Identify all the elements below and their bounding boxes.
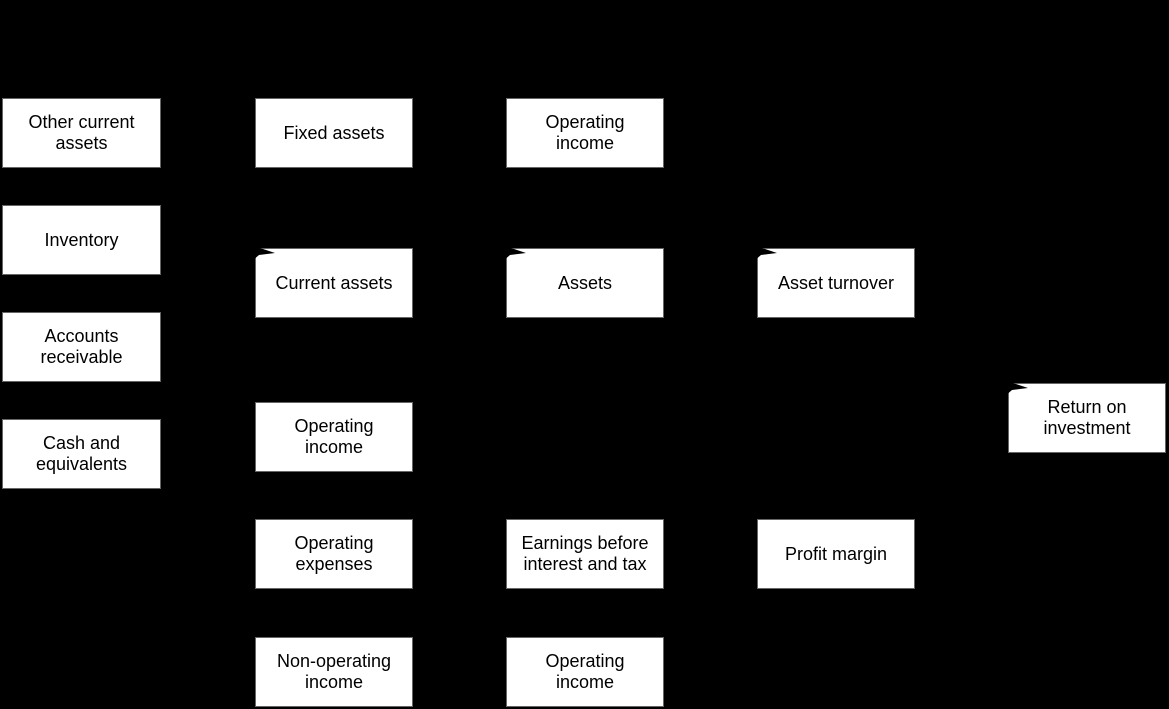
node-label: Earnings before interest and tax [521,533,648,575]
arrowhead-icon [1004,380,1028,396]
node-profit-margin: Profit margin [757,519,915,589]
node-label: Profit margin [785,544,887,565]
node-label: Fixed assets [283,123,384,144]
node-label: Current assets [275,273,392,294]
node-label: Inventory [44,230,118,251]
node-other-current-assets: Other current assets [2,98,161,168]
node-label: Assets [558,273,612,294]
node-label: Return on investment [1043,397,1130,439]
label-line: Return on [1047,397,1127,417]
label-line: Operating [545,112,625,132]
label-line: Inventory [44,229,119,250]
label-line: Non-operating [276,651,392,671]
label-line: Cash and [42,433,121,453]
label-line: Current assets [275,272,393,293]
label-line: Other current [28,112,135,132]
node-label: Operating expenses [294,533,373,575]
label-line: income [304,437,364,457]
arrowhead-icon [502,245,526,261]
node-label: Other current assets [28,112,134,154]
node-label: Operating income [294,416,373,458]
label-line: Assets [557,272,613,293]
label-line: expenses [295,554,373,574]
node-label: Cash and equivalents [36,433,127,475]
label-line: Profit margin [784,543,888,564]
node-asset-turnover: Asset turnover [753,245,915,318]
node-assets: Assets [502,245,664,318]
node-inventory: Inventory [2,205,161,275]
node-return-on-investment: Return on investment [1004,380,1166,453]
label-line: Fixed assets [283,122,385,143]
label-line: income [555,133,615,153]
node-fixed-assets: Fixed assets [255,98,413,168]
label-line: Earnings before [521,533,649,553]
node-operating-expenses: Operating expenses [255,519,413,589]
label-line: income [304,672,363,692]
node-cash-and-equivalents: Cash and equivalents [2,419,161,489]
node-operating-income-top: Operating income [506,98,664,168]
label-line: interest and tax [523,554,647,574]
label-line: income [555,672,615,692]
label-line: investment [1043,418,1131,438]
node-label: Operating income [545,651,624,693]
node-label: Asset turnover [778,273,894,294]
node-operating-income-bottom: Operating income [506,637,664,707]
node-operating-income-middle: Operating income [255,402,413,472]
node-current-assets: Current assets [251,245,413,318]
node-label: Accounts receivable [40,326,122,368]
label-line: Operating [545,651,625,671]
node-label: Non-operating income [277,651,391,693]
node-non-operating-income: Non-operating income [255,637,413,707]
label-line: receivable [40,347,123,367]
label-line: Operating [294,416,374,436]
node-accounts-receivable: Accounts receivable [2,312,161,382]
label-line: assets [55,133,108,153]
node-label: Operating income [545,112,624,154]
arrowhead-icon [251,245,275,261]
arrowhead-icon [753,245,777,261]
label-line: Accounts [44,326,119,346]
label-line: Operating [294,533,374,553]
label-line: equivalents [35,454,128,474]
node-earnings-before-interest-and-tax: Earnings before interest and tax [506,519,664,589]
label-line: Asset turnover [777,272,895,293]
